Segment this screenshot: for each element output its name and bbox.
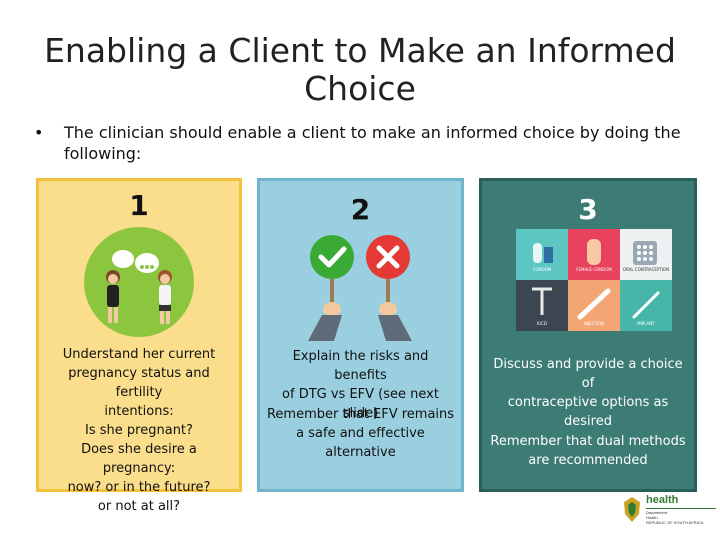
panel-3-line: desired: [564, 414, 612, 429]
panel-1-line: pregnancy status and fertility: [68, 366, 210, 400]
panel-3-number: 3: [578, 193, 598, 226]
coat-of-arms-icon: [624, 497, 640, 522]
slide-title: Enabling a Client to Make an Informed Ch…: [44, 31, 676, 108]
tile-label: ORAL CONTRACEPTION: [622, 267, 670, 272]
panel-2-text-2: Remember that EFV remains a safe and eff…: [266, 405, 455, 462]
panel-3-text-1: Discuss and provide a choice of contrace…: [488, 355, 688, 431]
tile-label: INJECTION: [583, 321, 605, 326]
panel-2-number: 2: [350, 193, 371, 226]
panel-2: 2 Explain the risks and benefits of DTG …: [257, 178, 464, 492]
panel-1: 1 Understand her current pregnancy statu…: [36, 178, 242, 514]
conversation-icon: [84, 227, 194, 337]
panel-1-text: Understand her current pregnancy status …: [45, 345, 233, 516]
panel-1-line: or not at all?: [97, 499, 181, 514]
logo-subtext: Department: Health REPUBLIC OF SOUTH AFR…: [646, 510, 703, 525]
panel-3-line: contraceptive options as: [507, 395, 669, 410]
panel-1-number: 1: [129, 189, 149, 222]
panel-2-text-1: Explain the risks and benefits of DTG vs…: [266, 347, 455, 423]
panel-3: 3 CONDOM FEMALE CONDOM ORAL CONTRACEPTIO…: [479, 178, 697, 492]
tile-label: IMPLANT: [637, 321, 655, 326]
panel-3-text-2: Remember that dual methods are recommend…: [488, 432, 688, 470]
panel-1-line: Understand her current: [62, 347, 216, 362]
logo-name: health: [646, 494, 679, 506]
tile-label: IUCD: [537, 321, 547, 326]
bullet-dot: •: [34, 123, 44, 142]
tile-label: FEMALE CONDOM: [576, 267, 612, 272]
bullet-text: The clinician should enable a client to …: [64, 123, 681, 163]
bullet-point: • The clinician should enable a client t…: [34, 122, 694, 164]
health-department-logo: health Department: Health REPUBLIC OF SO…: [622, 494, 716, 534]
check-cross-signs-icon: [308, 235, 412, 341]
panel-2-line: Remember that EFV remains: [266, 407, 455, 422]
panel-1-line: Is she pregnant?: [85, 423, 193, 438]
panel-1-line: now? or in the future?: [67, 480, 211, 495]
tile-label: CONDOM: [532, 267, 552, 272]
panel-2-line: Explain the risks and benefits: [292, 349, 429, 383]
panel-1-line: Does she desire a pregnancy:: [81, 442, 197, 476]
logo-sub-line: Health: [646, 515, 658, 520]
panel-3-line: are recommended: [528, 453, 648, 468]
panel-2-line: of DTG vs EFV (see next slide): [282, 387, 439, 421]
panel-1-line: intentions:: [104, 404, 174, 419]
panel-3-line: Discuss and provide a choice of: [493, 357, 683, 391]
logo-divider: [646, 508, 716, 509]
logo-sub-line: Department:: [646, 510, 669, 515]
panel-2-line: a safe and effective: [296, 426, 425, 441]
contraceptive-options-grid: [516, 229, 672, 331]
panel-2-line: alternative: [325, 445, 396, 460]
panel-3-line: Remember that dual methods: [490, 434, 686, 449]
logo-sub-line: REPUBLIC OF SOUTH AFRICA: [646, 520, 704, 525]
